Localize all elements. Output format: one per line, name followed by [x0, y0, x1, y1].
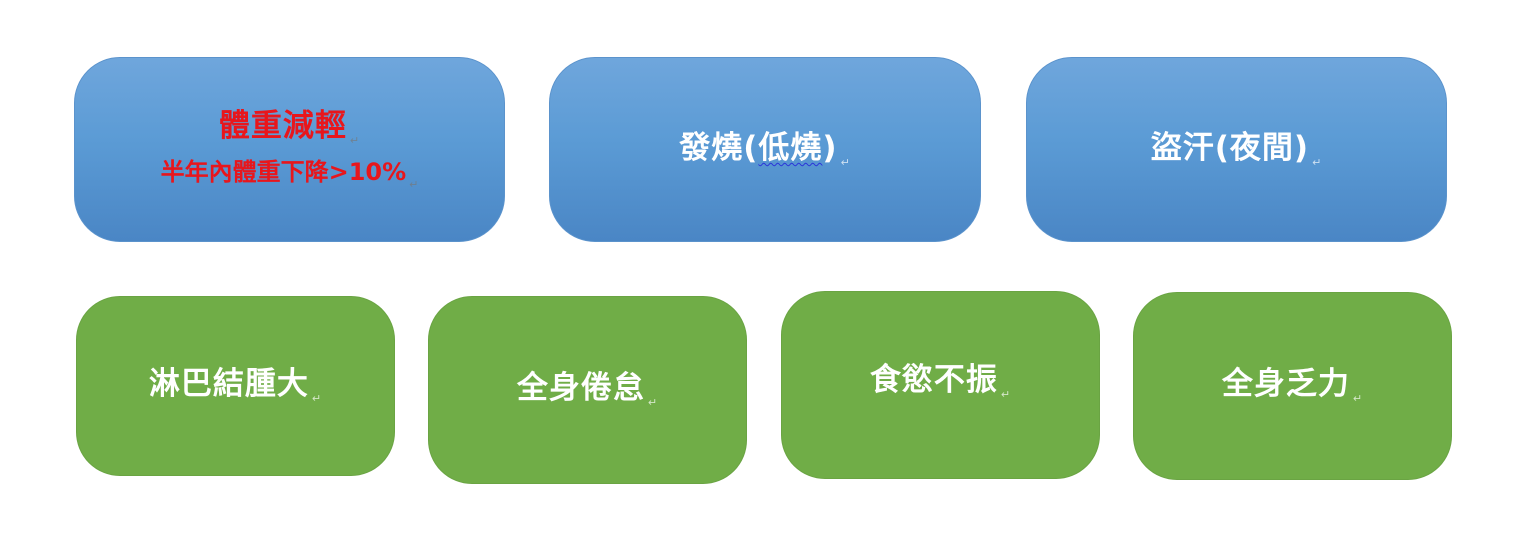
box-weight-loss[interactable]: 體重減輕↵ 半年內體重下降>10%↵ [74, 57, 505, 242]
weight-loss-subtitle: 半年內體重下降>10%↵ [161, 158, 419, 191]
box-poor-appetite[interactable]: 食慾不振↵ [781, 291, 1100, 479]
paragraph-mark-icon: ↵ [840, 155, 851, 169]
fever-suffix: ) [822, 129, 838, 166]
weight-loss-title-text: 體重減輕 [218, 108, 347, 145]
box-fatigue[interactable]: 全身倦怠↵ [428, 296, 747, 484]
paragraph-mark-icon: ↵ [1312, 155, 1323, 169]
box-fever[interactable]: 發燒(低燒)↵ [549, 57, 981, 242]
paragraph-mark-icon: ↵ [1000, 388, 1012, 402]
fatigue-text: 全身倦怠 [516, 370, 645, 407]
paragraph-mark-icon: ↵ [1352, 392, 1364, 406]
night-sweats-label: 盜汗(夜間)↵ [1151, 130, 1323, 169]
weight-loss-title: 體重減輕↵ [219, 108, 360, 147]
fatigue-label: 全身倦怠↵ [517, 370, 658, 409]
fever-prefix: 發燒( [679, 129, 759, 166]
paragraph-mark-icon: ↵ [647, 396, 659, 410]
paragraph-mark-icon: ↵ [311, 392, 323, 406]
paragraph-mark-icon: ↵ [409, 177, 419, 191]
poor-appetite-text: 食慾不振 [869, 362, 998, 399]
box-lymphadenopathy[interactable]: 淋巴結腫大↵ [76, 296, 395, 476]
weight-loss-subtitle-text: 半年內體重下降>10% [160, 157, 407, 186]
night-sweats-text: 盜汗(夜間) [1150, 129, 1310, 166]
paragraph-mark-icon: ↵ [349, 134, 361, 148]
box-night-sweats[interactable]: 盜汗(夜間)↵ [1026, 57, 1447, 242]
weakness-label: 全身乏力↵ [1222, 366, 1363, 405]
weakness-text: 全身乏力 [1221, 366, 1350, 403]
fever-label: 發燒(低燒)↵ [679, 130, 851, 169]
fever-low-grade: 低燒 [758, 129, 823, 166]
lymphadenopathy-label: 淋巴結腫大↵ [149, 366, 322, 405]
box-weakness[interactable]: 全身乏力↵ [1133, 292, 1452, 480]
poor-appetite-label: 食慾不振↵ [870, 362, 1011, 401]
lymphadenopathy-text: 淋巴結腫大 [148, 366, 309, 403]
